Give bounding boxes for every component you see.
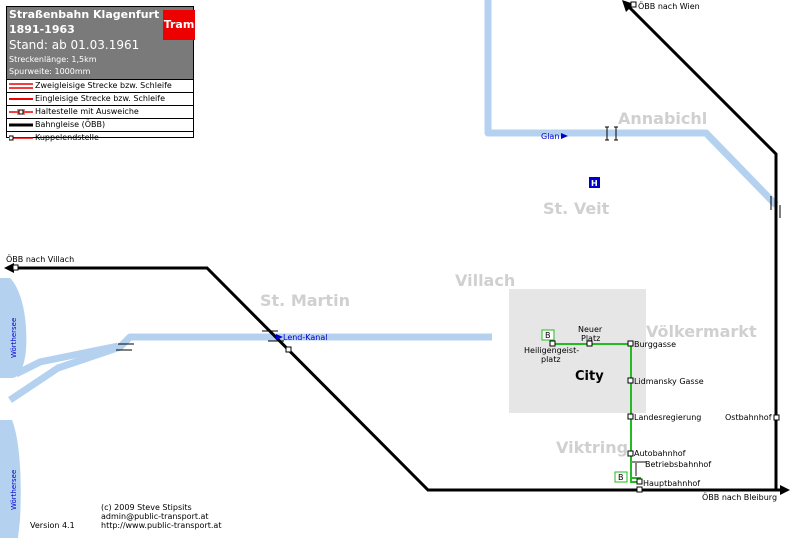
double-red-line-icon [9,83,33,89]
stop-betriebsbahnhof: Betriebsbahnhof [645,460,711,469]
label-woerthersee-bottom: Wörthersee [10,470,18,510]
lend-kanal [8,333,492,403]
label-oebb-bleiburg: ÖBB nach Bleiburg [702,492,777,502]
legend-item-label: Haltestelle mit Ausweiche [35,107,139,116]
lend-kanal-flow-arrow-icon [276,334,283,340]
legend-box: Straßenbahn Klagenfurt 1891-1963 Stand: … [6,6,195,142]
label-woerthersee-top: Wörthersee [10,318,18,358]
svg-text:B: B [545,331,551,340]
legend-item-double: Zweigleisige Strecke bzw. Schleife [7,79,193,92]
stop-autobahnhof: Autobahnhof [634,449,686,458]
svg-text:H: H [591,179,598,188]
district-voelkermarkt: Völkermarkt [646,322,757,341]
hospital-icon: H [589,177,600,188]
label-oebb-villach: ÖBB nach Villach [6,254,74,264]
woerthersee-outflow [14,342,119,378]
legend-length: Streckenlänge: 1,5km [9,55,97,64]
bridges [116,126,781,351]
legend-item-stop: Haltestelle mit Ausweiche [7,105,193,118]
city-area [509,289,646,413]
credit-url: http://www.public-transport.at [101,521,221,530]
black-rail-line-icon [9,123,33,127]
coupling-terminal-icon [9,135,33,141]
stop-heiligengeist-2: platz [541,355,561,364]
glan-river [484,0,779,208]
label-glan: Glan [541,132,559,141]
stop-passing-loop-icon [9,109,33,115]
legend-item-label: Eingleisige Strecke bzw. Schleife [35,94,166,103]
stop-hauptbahnhof: Hauptbahnhof [643,479,700,488]
bus-symbol-1: B [541,329,555,341]
legend-gauge: Spurweite: 1000mm [9,67,91,76]
woerthersee-lake [0,278,27,378]
legend-item-label: Bahngleise (ÖBB) [35,120,106,129]
label-ostbahnhof: Ostbahnhof [725,413,772,422]
woerthersee-lake-lower [0,420,21,538]
glan-flow-arrow-icon [561,133,568,139]
district-villach: Villach [455,271,515,290]
legend-title: Straßenbahn Klagenfurt [9,8,160,21]
legend-item-rail: Bahngleise (ÖBB) [7,118,193,131]
district-st-veit: St. Veit [543,199,610,218]
district-annabichl: Annabichl [618,109,707,128]
credit-email: admin@public-transport.at [101,512,209,521]
rail-villach [18,266,787,492]
stop-burggasse: Burggasse [634,340,676,349]
single-red-line-icon [9,98,33,100]
stop-landesregierung: Landesregierung [634,413,701,422]
svg-text:B: B [618,473,624,482]
stop-neuer-platz-1: Neuer [578,325,603,334]
tram-badge: Tram [163,10,195,40]
district-st-martin: St. Martin [260,291,350,310]
label-lend-kanal: Lend-Kanal [283,333,327,342]
legend-item-single: Eingleisige Strecke bzw. Schleife [7,92,193,105]
district-city: City [575,369,604,384]
legend-item-label: Kuppelendstelle [35,133,99,142]
oebb-rail-lines [18,4,787,492]
legend-items: Zweigleisige Strecke bzw. Schleife Eingl… [7,79,193,144]
bus-symbol-2: B [614,471,628,483]
legend-item-label: Zweigleisige Strecke bzw. Schleife [35,81,172,90]
legend-status: Stand: ab 01.03.1961 [9,38,140,52]
district-viktring: Viktring [556,438,628,457]
tram-stops [549,340,643,485]
legend-item-terminal: Kuppelendstelle [7,131,193,144]
stop-heiligengeist-1: Heiligengeist- [524,346,579,355]
stop-neuer-platz-2: Platz [581,334,600,343]
legend-years: 1891-1963 [9,23,75,36]
rail-stations [12,1,780,493]
rail-wien [626,4,778,490]
arrow-villach-icon [4,263,14,273]
label-oebb-wien: ÖBB nach Wien [638,1,700,11]
credit-copyright: (c) 2009 Steve Stipsits [101,503,192,512]
legend-header: Straßenbahn Klagenfurt 1891-1963 Stand: … [7,7,193,79]
arrow-bleiburg-icon [780,485,790,495]
stop-lidmansky: Lidmansky Gasse [634,377,704,386]
credit-version: Version 4.1 [30,521,75,530]
